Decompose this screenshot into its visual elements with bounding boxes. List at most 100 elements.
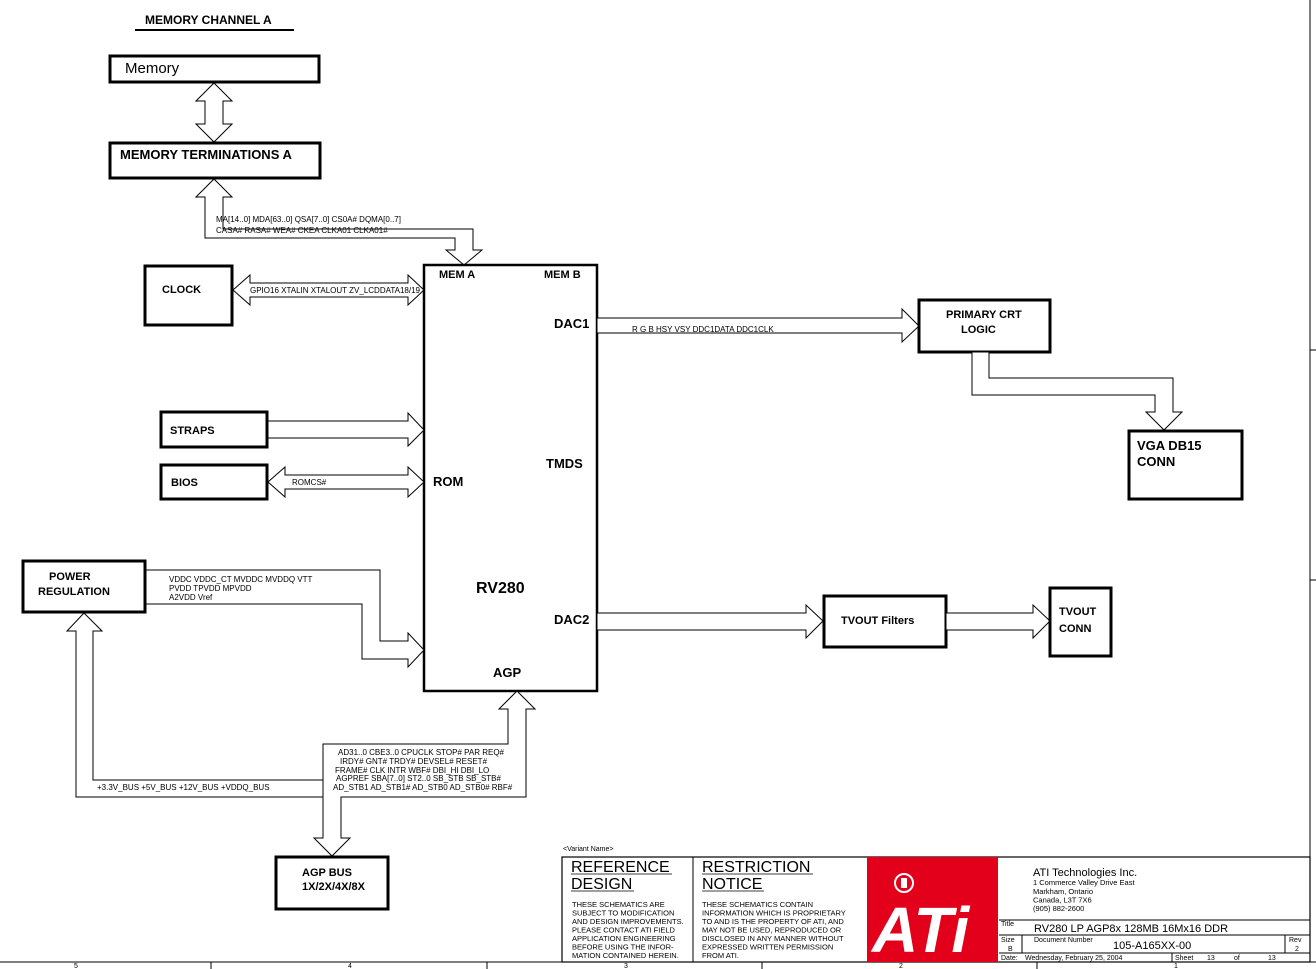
agp-signals-row5: AD_STB1 AD_STB1# AD_STB0 AD_STB0# RBF# <box>333 783 513 792</box>
agp-bus-label-2: 1X/2X/4X/8X <box>302 881 366 893</box>
dac1-bus-arrow <box>596 307 920 344</box>
reference-note-line: THESE SCHEMATICS ARE <box>572 900 665 909</box>
clock-signals: GPIO16 XTALIN XTALOUT ZV_LCDDATA18/19 <box>250 286 421 295</box>
restriction-note-line: FROM ATI. <box>702 951 739 960</box>
memory-channel-title: MEMORY CHANNEL A <box>145 13 272 27</box>
restriction-note-line: INFORMATION WHICH IS PROPRIETARY <box>702 909 846 918</box>
restriction-notes: THESE SCHEMATICS CONTAIN INFORMATION WHI… <box>702 900 846 960</box>
mem-signals-row2: CASA# RASA# WEA# CKEA CLKA01 CLKA01# <box>216 226 388 235</box>
bus-supplies-signals: +3.3V_BUS +5V_BUS +12V_BUS +VDDQ_BUS <box>97 783 270 792</box>
of-value: 13 <box>1268 955 1276 962</box>
tvout-connector-block <box>1048 586 1113 658</box>
power-signals-row1: VDDC VDDC_CT MVDDC MVDDQ VTT <box>169 575 313 584</box>
reference-note-line: AND DESIGN IMPROVEMENTS. <box>572 917 684 926</box>
tvout-conn-label-2: CONN <box>1059 623 1091 635</box>
variant-name: <Variant Name> <box>563 846 613 853</box>
reference-note-line: APPLICATION ENGINEERING <box>572 934 676 943</box>
border-number-5: 5 <box>74 963 78 969</box>
rev-value: 2 <box>1295 946 1299 953</box>
romcs-signal: ROMCS# <box>292 478 327 487</box>
memory-block <box>108 54 321 84</box>
size-value: B <box>1008 946 1013 953</box>
reference-note-line: BEFORE USING THE INFOR- <box>572 943 674 952</box>
document-title: RV280 LP AGP8x 128MB 16Mx16 DDR <box>1034 923 1228 935</box>
reference-heading-2: DESIGN <box>571 876 632 893</box>
agp-signals-row3: FRAME# CLK INTR WBF# DBI_HI DBI_LO <box>335 766 489 775</box>
restriction-note-line: THESE SCHEMATICS CONTAIN <box>702 900 813 909</box>
rv280-chip <box>422 263 599 693</box>
reference-note-line: MATION CONTAINED HEREIN. <box>572 951 679 960</box>
border-number-2: 2 <box>899 963 903 969</box>
vga-connector-block <box>1127 429 1244 501</box>
chip-agp: AGP <box>493 665 522 680</box>
tvout-arrow <box>945 603 1051 640</box>
power-signals-row3: A2VDD Vref <box>169 593 213 602</box>
title-label: Title <box>1001 921 1014 928</box>
date-value: Wednesday, February 25, 2004 <box>1025 955 1123 962</box>
border-number-3: 3 <box>624 963 628 969</box>
document-number: 105-A165XX-00 <box>1113 940 1191 952</box>
address-line: Canada, L3T 7X6 <box>1033 896 1092 905</box>
sheet-value: 13 <box>1207 955 1215 962</box>
company-name: ATI Technologies Inc. <box>1033 867 1137 879</box>
power-signals-row2: PVDD TPVDD MPVDD <box>169 584 252 593</box>
size-label: Size <box>1001 937 1015 944</box>
restriction-note-line: EXPRESSED WRITTEN PERMISSION <box>702 943 833 952</box>
restriction-note-line: MAY NOT BE USED, REPRODUCED OR <box>702 926 842 935</box>
chip-dac2: DAC2 <box>554 612 589 627</box>
chip-name: RV280 <box>476 580 525 597</box>
restriction-heading-1: RESTRICTION <box>702 859 810 876</box>
restriction-note-line: TO AND IS THE PROPERTY OF ATI, AND <box>702 917 844 926</box>
restriction-heading-2: NOTICE <box>702 876 762 893</box>
docnum-label: Document Number <box>1034 937 1093 944</box>
memory-terminations-label: MEMORY TERMINATIONS A <box>120 147 293 162</box>
sheet-label: Sheet <box>1175 955 1193 962</box>
straps-arrow <box>267 411 425 448</box>
restriction-note-line: DISCLOSED IN ANY MANNER WITHOUT <box>702 934 844 943</box>
agp-bus-block <box>274 855 390 911</box>
power-regulation-block <box>21 559 147 614</box>
tvout-filters-block <box>822 594 948 649</box>
primary-crt-block <box>917 298 1052 354</box>
memory-label: Memory <box>125 60 180 77</box>
address-line: Markham, Ontario <box>1033 887 1093 896</box>
power-label-1: POWER <box>49 571 91 583</box>
bus-supplies-arrow <box>65 612 333 798</box>
bios-bus-arrow <box>267 465 425 499</box>
chip-rom: ROM <box>433 474 463 489</box>
chip-mem-a: MEM A <box>439 269 475 281</box>
bios-label: BIOS <box>171 477 198 489</box>
tvout-conn-label-1: TVOUT <box>1059 606 1097 618</box>
chip-dac1: DAC1 <box>554 316 589 331</box>
chip-mem-b: MEM B <box>544 269 581 281</box>
mem-signals-row1: MA[14..0] MDA[63..0] QSA[7..0] CS0A# DQM… <box>216 215 401 224</box>
ati-logo: ATi <box>867 857 998 966</box>
ati-logo-text: ATi <box>870 894 970 966</box>
date-label: Date: <box>1001 955 1018 962</box>
primary-crt-label-1: PRIMARY CRT <box>946 309 1022 321</box>
clock-block <box>143 264 234 327</box>
chip-tmds: TMDS <box>546 456 583 471</box>
rev-label: Rev <box>1289 937 1302 944</box>
dac2-bus-arrow <box>596 603 824 640</box>
bios-block <box>159 463 269 501</box>
power-label-2: REGULATION <box>38 586 110 598</box>
clock-label: CLOCK <box>162 284 201 296</box>
reference-note-line: SUBJECT TO MODIFICATION <box>572 909 674 918</box>
agp-signals-row2: IRDY# GNT# TRDY# DEVSEL# RESET# <box>340 757 488 766</box>
straps-label: STRAPS <box>170 425 215 437</box>
address-line: 1 Commerce Valley Drive East <box>1033 878 1135 887</box>
reference-notes: THESE SCHEMATICS ARE SUBJECT TO MODIFICA… <box>572 900 684 960</box>
dac1-signals: R G B HSY VSY DDC1DATA DDC1CLK <box>632 325 774 334</box>
reference-heading-1: REFERENCE <box>571 859 670 876</box>
primary-crt-label-2: LOGIC <box>961 324 996 336</box>
border-number-1: 1 <box>1174 963 1178 969</box>
reference-note-line: PLEASE CONTACT ATI FIELD <box>572 926 676 935</box>
crt-to-vga-arrow <box>971 351 1184 431</box>
agp-signals-row1: AD31..0 CBE3..0 CPUCLK STOP# PAR REQ# <box>338 748 505 757</box>
agp-signals-row4: AGPREF SBA[7..0] ST2..0 SB_STB SB_STB# <box>336 774 502 783</box>
of-label: of <box>1234 955 1240 962</box>
straps-block <box>159 410 269 449</box>
vga-label-1: VGA DB15 <box>1137 438 1202 453</box>
